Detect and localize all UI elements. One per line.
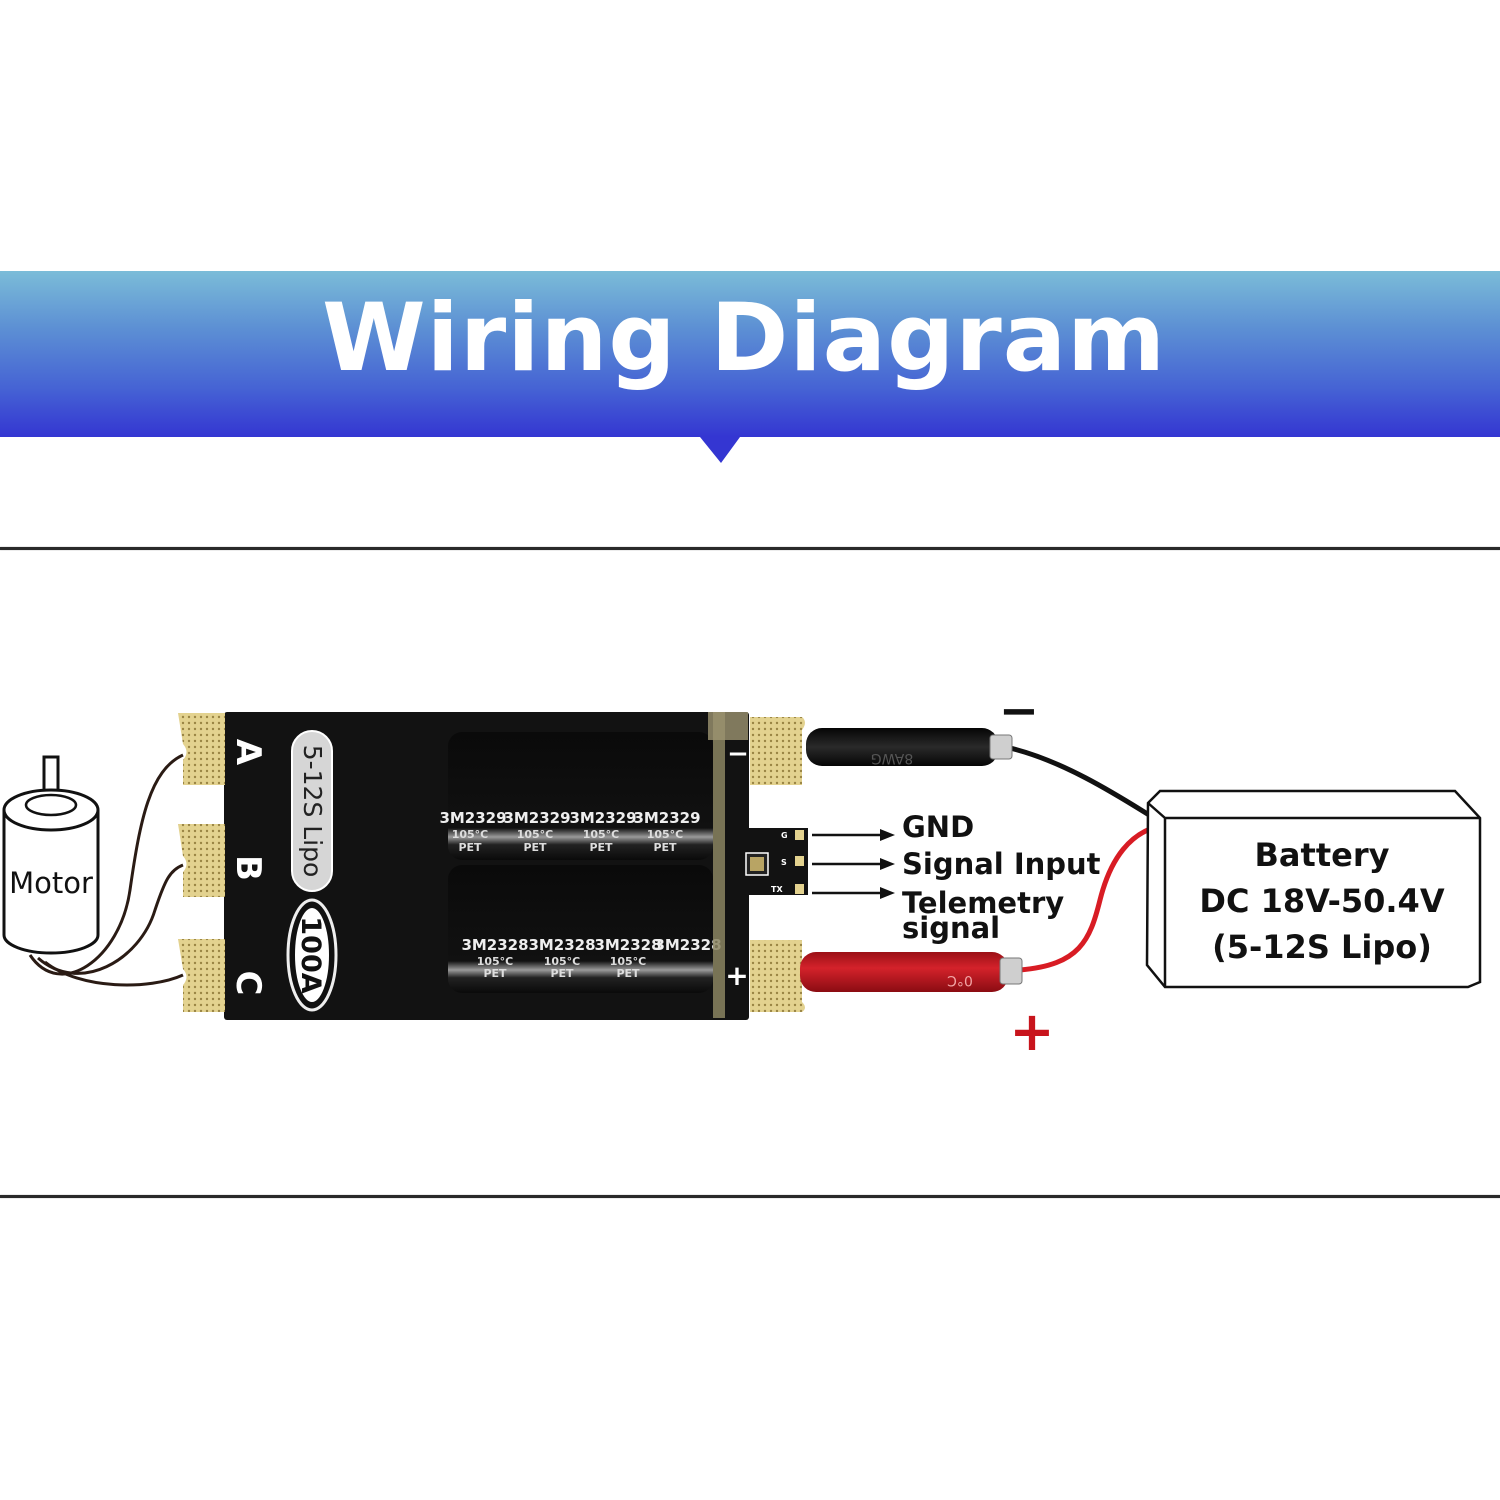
arrow-signal-head [880, 858, 895, 870]
motor-body [2, 810, 100, 955]
capacitor-bottom: 3M2328 3M2328 3M2328 3M2328 105°C 105°C … [448, 865, 722, 993]
pad-b [178, 824, 225, 897]
pad-positive [750, 940, 805, 1012]
capacitor-bottom-code: 3M2328 [528, 936, 595, 954]
capacitor-temp: 105°C [452, 828, 489, 841]
capacitor-temp: 105°C [610, 955, 647, 968]
battery: Battery DC 18V-50.4V (5-12S Lipo) [1145, 789, 1482, 989]
positive-wire [1019, 822, 1166, 973]
capacitor-temp: 105°C [583, 828, 620, 841]
positive-connector [999, 957, 1023, 985]
capacitor-temp: 105°C [517, 828, 554, 841]
signal-label-gnd: GND [902, 810, 974, 844]
battery-outline [1145, 789, 1482, 989]
chip-die [750, 857, 764, 871]
capacitor-material: PET [589, 841, 613, 854]
capacitor-material: PET [616, 967, 640, 980]
capacitor-top-code: 3M2329 [439, 809, 506, 827]
bottom-divider [0, 1195, 1500, 1198]
negative-sleeve [806, 728, 998, 766]
pin-s [795, 856, 804, 866]
motor-wires [28, 753, 184, 987]
negative-lead: 8AWG − [806, 683, 1167, 828]
capacitor-top: 3M2329 3M2329 3M2329 3M2329 105°C 105°C … [439, 732, 713, 860]
capacitor-bottom-code: 3M2328 [594, 936, 661, 954]
glue-strip [713, 712, 725, 1018]
capacitor-material: PET [483, 967, 507, 980]
capacitor-material: PET [458, 841, 482, 854]
capacitor-bottom-body [448, 865, 713, 993]
pad-negative [750, 717, 805, 785]
title-banner [0, 271, 1500, 437]
signal-tab [740, 828, 808, 895]
pin-g [795, 830, 804, 840]
voltage-badge-text: 5-12S Lipo [298, 745, 327, 878]
pin-label-s: S [781, 858, 787, 867]
pin-label-g: G [781, 831, 788, 840]
battery-voltage: DC 18V-50.4V [1199, 882, 1444, 920]
capacitor-top-code: 3M2329 [503, 809, 570, 827]
positive-sleeve [800, 952, 1008, 992]
motor-pads [178, 713, 225, 1012]
motor-shaft [42, 755, 60, 795]
capacitor-temp: 105°C [544, 955, 581, 968]
signal-label-input: Signal Input [902, 847, 1101, 881]
battery-type: (5-12S Lipo) [1212, 928, 1432, 966]
arrow-telemetry-head [880, 887, 895, 899]
capacitor-bottom-code: 3M2328 [461, 936, 528, 954]
pad-a [178, 713, 225, 785]
current-badge-text: 100A [295, 916, 326, 993]
phase-label-a: A [228, 739, 268, 766]
voltage-badge [291, 730, 333, 892]
pin-tx [795, 884, 804, 894]
negative-sleeve-text: 8AWG [871, 750, 913, 766]
battery-edges [1147, 802, 1480, 987]
capacitor-bottom-code: 3M2328 [654, 936, 721, 954]
capacitor-material: PET [653, 841, 677, 854]
positive-symbol: + [1009, 1000, 1054, 1063]
pad-minus-label: − [727, 739, 749, 769]
arrow-gnd-head [880, 829, 895, 841]
motor-wire-c [44, 960, 184, 987]
positive-sleeve-text: 0°C [947, 972, 973, 988]
glue-blob [708, 712, 748, 740]
positive-lead: 0°C + [800, 822, 1166, 1063]
capacitor-material: PET [523, 841, 547, 854]
pad-c [178, 939, 225, 1012]
current-badge-inner [293, 906, 331, 1004]
top-divider [0, 547, 1500, 550]
signal-label-telemetry: Telemetry [902, 886, 1064, 920]
capacitor-top-body [448, 732, 713, 860]
battery-title: Battery [1255, 836, 1390, 874]
capacitor-temp: 105°C [647, 828, 684, 841]
negative-wire [1009, 745, 1167, 828]
capacitor-top-code: 3M2329 [569, 809, 636, 827]
pin-label-tx: TX [771, 885, 783, 894]
negative-connector [989, 734, 1013, 760]
capacitor-top-code: 3M2329 [633, 809, 700, 827]
phase-label-c: C [228, 971, 268, 996]
motor-wire-b [37, 863, 184, 975]
capacitor-material: PET [550, 967, 574, 980]
page-title: Wiring Diagram [322, 284, 1167, 393]
motor-hub [24, 793, 78, 817]
motor-label: Motor [9, 866, 93, 900]
phase-label-b: B [228, 855, 268, 881]
signal-label-telemetry-2: signal [902, 911, 1000, 945]
pad-plus-label: + [725, 959, 748, 992]
motor: Motor [2, 755, 100, 955]
negative-symbol: − [999, 683, 1039, 739]
signal-arrows [812, 829, 895, 899]
capacitor-temp: 105°C [477, 955, 514, 968]
